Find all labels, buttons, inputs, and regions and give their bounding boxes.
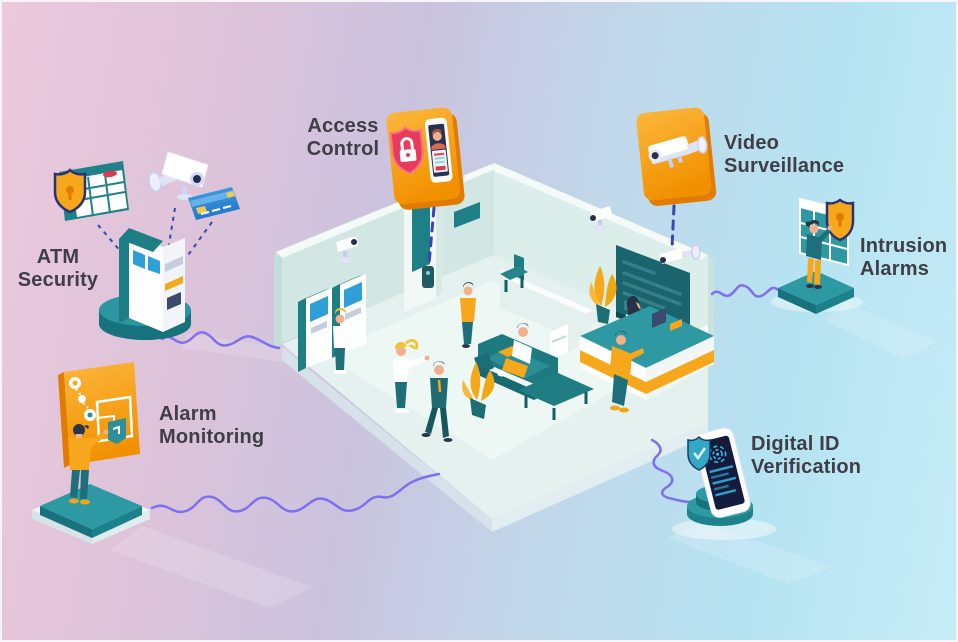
digital-id-cluster bbox=[672, 427, 776, 540]
dashed-link bbox=[427, 206, 436, 266]
lock-shield-icon bbox=[389, 126, 424, 175]
person-monitoring bbox=[68, 424, 109, 505]
people bbox=[393, 282, 476, 442]
floor-side-left bbox=[282, 347, 492, 532]
zigzag-room-to-digital-id bbox=[650, 438, 694, 504]
atm-kiosk-icon bbox=[99, 228, 191, 340]
label-atm-security: ATM Security bbox=[17, 246, 99, 291]
wave-room-to-intrusion bbox=[710, 284, 783, 298]
id-phone-icon bbox=[424, 117, 453, 183]
shelf bbox=[550, 324, 578, 360]
lounge bbox=[462, 323, 594, 420]
credit-card-icon bbox=[188, 187, 240, 220]
cctv-camera-icon bbox=[147, 151, 209, 200]
dashed-link bbox=[670, 204, 676, 250]
right-wall-edge bbox=[708, 255, 714, 350]
wave-monitoring-to-room bbox=[150, 472, 441, 514]
label-video-surveillance: Video Surveillance bbox=[724, 132, 845, 177]
wave-atm-to-room bbox=[160, 331, 281, 350]
label-intrusion-alarms: Intrusion Alarms bbox=[860, 235, 948, 280]
atm-machines bbox=[298, 273, 366, 374]
room-camera-icon bbox=[660, 244, 701, 264]
video-surveillance-card bbox=[636, 107, 717, 250]
label-alarm-monitoring: Alarm Monitoring bbox=[159, 403, 265, 448]
person-at-gate bbox=[460, 282, 476, 348]
reception-area bbox=[580, 266, 714, 413]
wall-window bbox=[454, 202, 480, 228]
person-walking-suit bbox=[421, 361, 453, 442]
connector-lines bbox=[150, 284, 783, 514]
chair bbox=[500, 254, 528, 292]
person-gesturing bbox=[393, 339, 430, 413]
door-frame bbox=[436, 185, 442, 298]
cctv-camera-icon bbox=[647, 136, 691, 168]
label-digital-id-verification: Digital ID Verification bbox=[751, 433, 862, 478]
customer bbox=[610, 331, 644, 413]
intrusion-alarms-cluster bbox=[771, 197, 863, 314]
corridor-door bbox=[412, 200, 430, 272]
check-shield-icon bbox=[687, 435, 711, 471]
person-at-board bbox=[805, 220, 833, 289]
door-access-device bbox=[422, 266, 434, 288]
plant bbox=[589, 266, 617, 324]
alarm-monitoring-cluster bbox=[32, 362, 150, 544]
room-camera-icon bbox=[336, 236, 358, 263]
room-camera-icon bbox=[590, 206, 612, 231]
access-control-card bbox=[386, 107, 465, 288]
person-on-sofa bbox=[497, 323, 532, 378]
coffee-table bbox=[518, 373, 594, 420]
person-at-atm bbox=[333, 307, 357, 374]
atm-machine bbox=[298, 287, 332, 372]
floor-side-right bbox=[492, 423, 708, 532]
plant bbox=[462, 362, 495, 419]
platform bbox=[32, 484, 150, 544]
keypad-shield-icon bbox=[53, 161, 129, 221]
atm-security-cluster bbox=[53, 151, 240, 340]
bank-room bbox=[274, 163, 714, 532]
left-wall-edge bbox=[274, 250, 282, 349]
label-access-control: Access Control bbox=[306, 115, 380, 160]
